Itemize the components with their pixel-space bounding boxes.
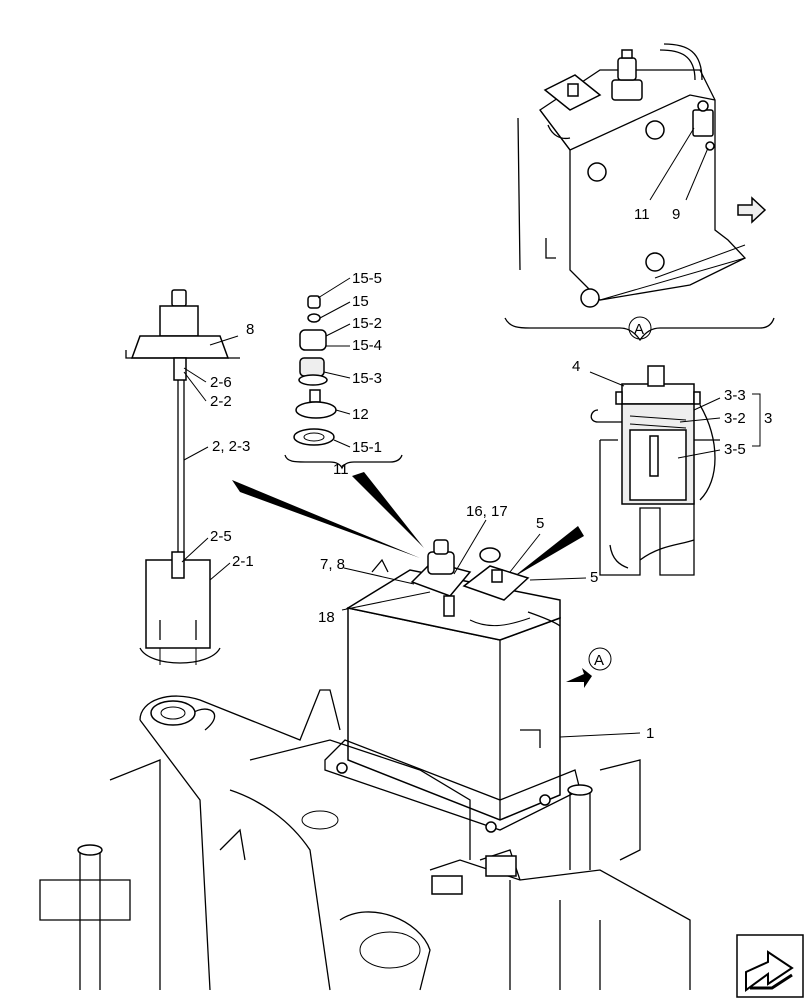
detail-view-label-a: A [634,321,644,338]
detail-sender-cross-section: 4 3-3 3-2 3-5 3 [572,358,772,576]
callout-15-7: 15-5 [352,270,382,287]
callout-3: 3 [764,410,772,427]
view-direction-arrow-icon [737,196,767,224]
callout-2-5: 2-5 [210,528,232,545]
callout-15-6: 15-4 [352,337,382,354]
callout-15-1: 12 [352,406,369,423]
callout-11: 9 [672,206,680,223]
callout-5: 5 [536,515,544,532]
callout-15: 11 [333,461,349,478]
callout-18: 18 [318,609,335,626]
callout-8: 7, 8 [320,556,345,573]
view-a-label: A [594,652,604,669]
callout-3-2: 3-2 [724,410,746,427]
callout-2-2-3: 2, 2-3 [212,438,250,455]
callout-9: 8 [246,321,254,338]
callout-2-6: 2-6 [210,374,232,391]
callout-2-1: 2-1 [232,553,254,570]
next-page-arrow-icon [745,950,794,992]
next-page-button[interactable] [736,934,804,998]
filler-cap-exploded-view: 15-5 15 15-2 15-4 15-3 12 15-1 11 [284,270,403,478]
fuel-tank-main: 7, 8 18 16, 17 5 5 1 A [318,503,654,833]
callout-12: 11 [634,206,650,223]
callout-3-5: 3-5 [724,441,746,458]
callout-7-8: 5 [590,569,598,586]
callout-15-2: 15 [352,293,369,310]
callout-2-2: 2-2 [210,393,232,410]
callout-16-17: 16, 17 [466,503,508,520]
callout-15-5: 15-3 [352,370,382,387]
callout-15-4: 15-2 [352,315,382,332]
callout-4: 4 [572,358,580,375]
callout-3-3: 3-3 [724,387,746,404]
pointer-wedges [232,472,584,578]
view-a-arrow-icon [566,668,592,688]
callout-1: 1 [646,725,654,742]
callout-15-3: 15-1 [352,439,382,456]
detail-view-a: 11 9 A [504,43,775,342]
fuel-sender-assembly: 8 2-6 2-2 2, 2-3 2-5 2-1 [125,289,254,665]
machine-frame [39,689,691,991]
